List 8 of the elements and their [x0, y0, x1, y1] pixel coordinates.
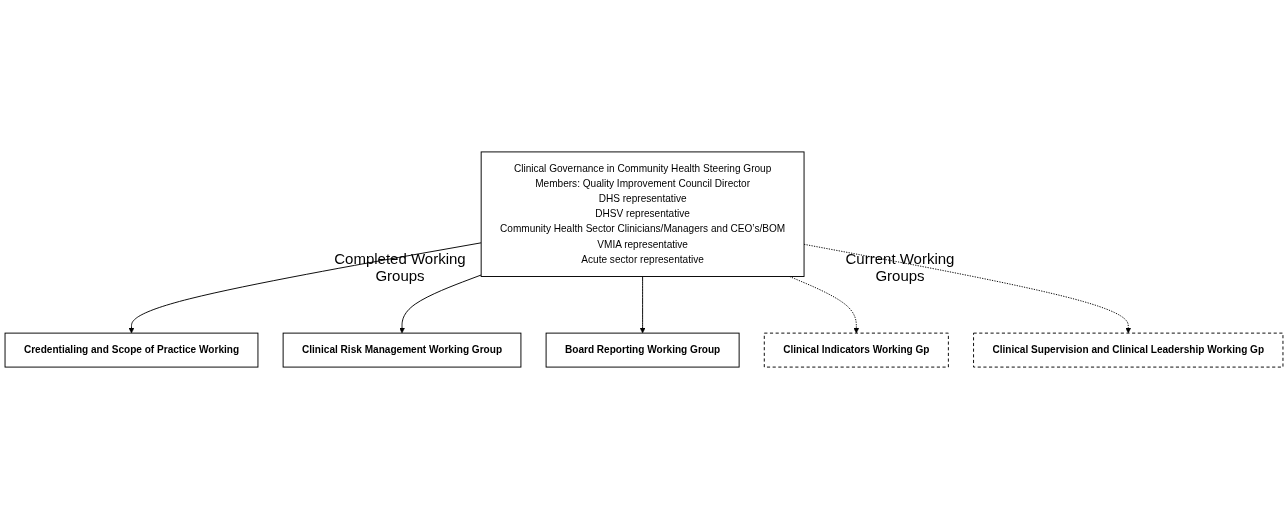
group-note: Completed Working Groups: [333, 250, 467, 284]
node-box: Clinical Governance in Community Health Steering Group Members: Quality Improvement Council Director DHS representative DHSV representative Community Health Sector Clinicians/Managers and CEO’s/BOM VMIA representative Acute sector representative: [480, 151, 805, 277]
group-note: Current Working Groups: [844, 250, 956, 284]
node-box: Board Reporting Working Group: [545, 332, 740, 368]
node-box: Clinical Indicators Working Gp: [763, 332, 949, 368]
node-box: Clinical Risk Management Working Group: [282, 332, 522, 368]
node-box: Clinical Supervision and Clinical Leadership Working Gp: [973, 332, 1284, 368]
node-box: Credentialing and Scope of Practice Working: [4, 332, 259, 368]
